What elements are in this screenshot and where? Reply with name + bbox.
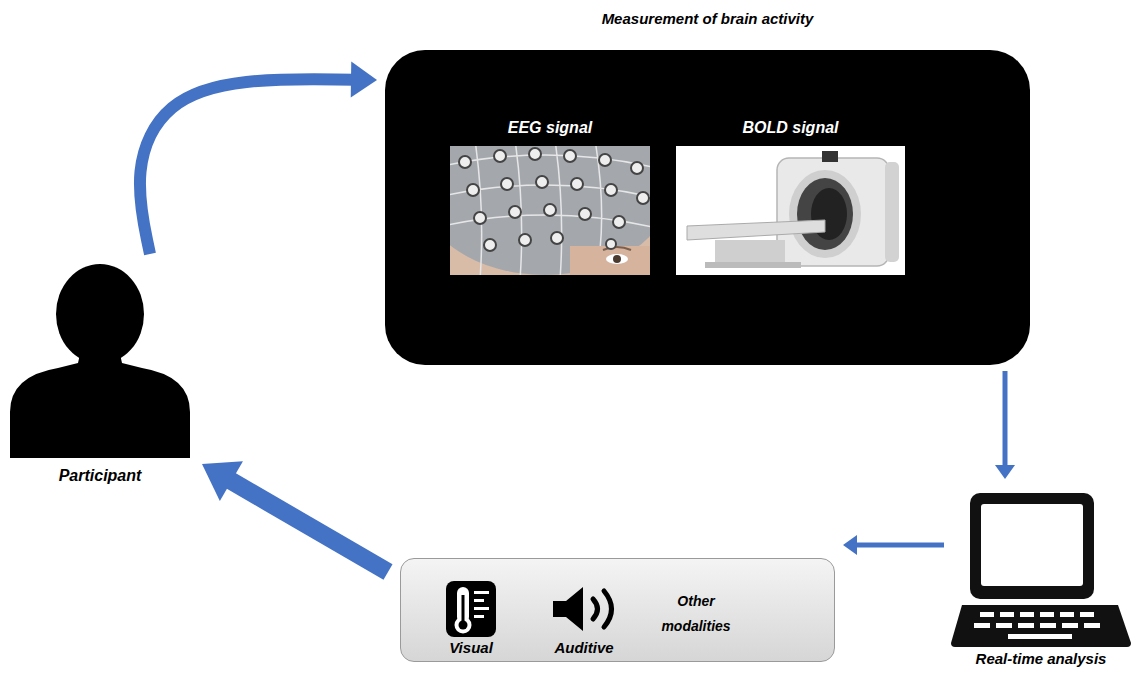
participant-node: Participant — [10, 262, 190, 492]
modality-label: Other modalities — [653, 589, 739, 639]
modality-label: Visual — [421, 639, 521, 657]
connector-line — [1003, 371, 1008, 468]
arrowhead — [202, 461, 243, 501]
connector-line — [140, 79, 354, 254]
thermometer-icon — [446, 581, 496, 637]
modality-label: Auditive — [534, 639, 634, 657]
connector-arrow — [202, 461, 388, 572]
connector-arrow — [140, 62, 377, 254]
mri-photo — [676, 146, 905, 275]
computer-node: Real-time analysis — [950, 485, 1132, 671]
panel-heading: Measurement of brain activity — [385, 10, 1030, 28]
photo-panel — [385, 50, 1030, 365]
speaker-icon — [553, 587, 612, 631]
measurement-panel: Measurement of brain activityEEG signalB… — [385, 50, 1030, 365]
person-silhouette — [10, 262, 190, 462]
connector-line — [229, 480, 388, 572]
node-label: Participant — [10, 466, 190, 485]
laptop-icon — [950, 485, 1132, 651]
connector-arrow — [995, 371, 1015, 479]
signal-label: EEG signal — [450, 118, 650, 137]
arrowhead — [995, 465, 1015, 479]
connector-line — [854, 543, 944, 548]
arrowhead — [843, 535, 857, 555]
signal-label: BOLD signal — [676, 118, 905, 137]
eeg-photo — [450, 146, 650, 275]
connector-arrow — [843, 535, 944, 555]
node-label: Real-time analysis — [950, 650, 1132, 668]
feedback-box: Visual Auditive Other modalities — [400, 558, 835, 662]
arrowhead — [351, 62, 377, 98]
